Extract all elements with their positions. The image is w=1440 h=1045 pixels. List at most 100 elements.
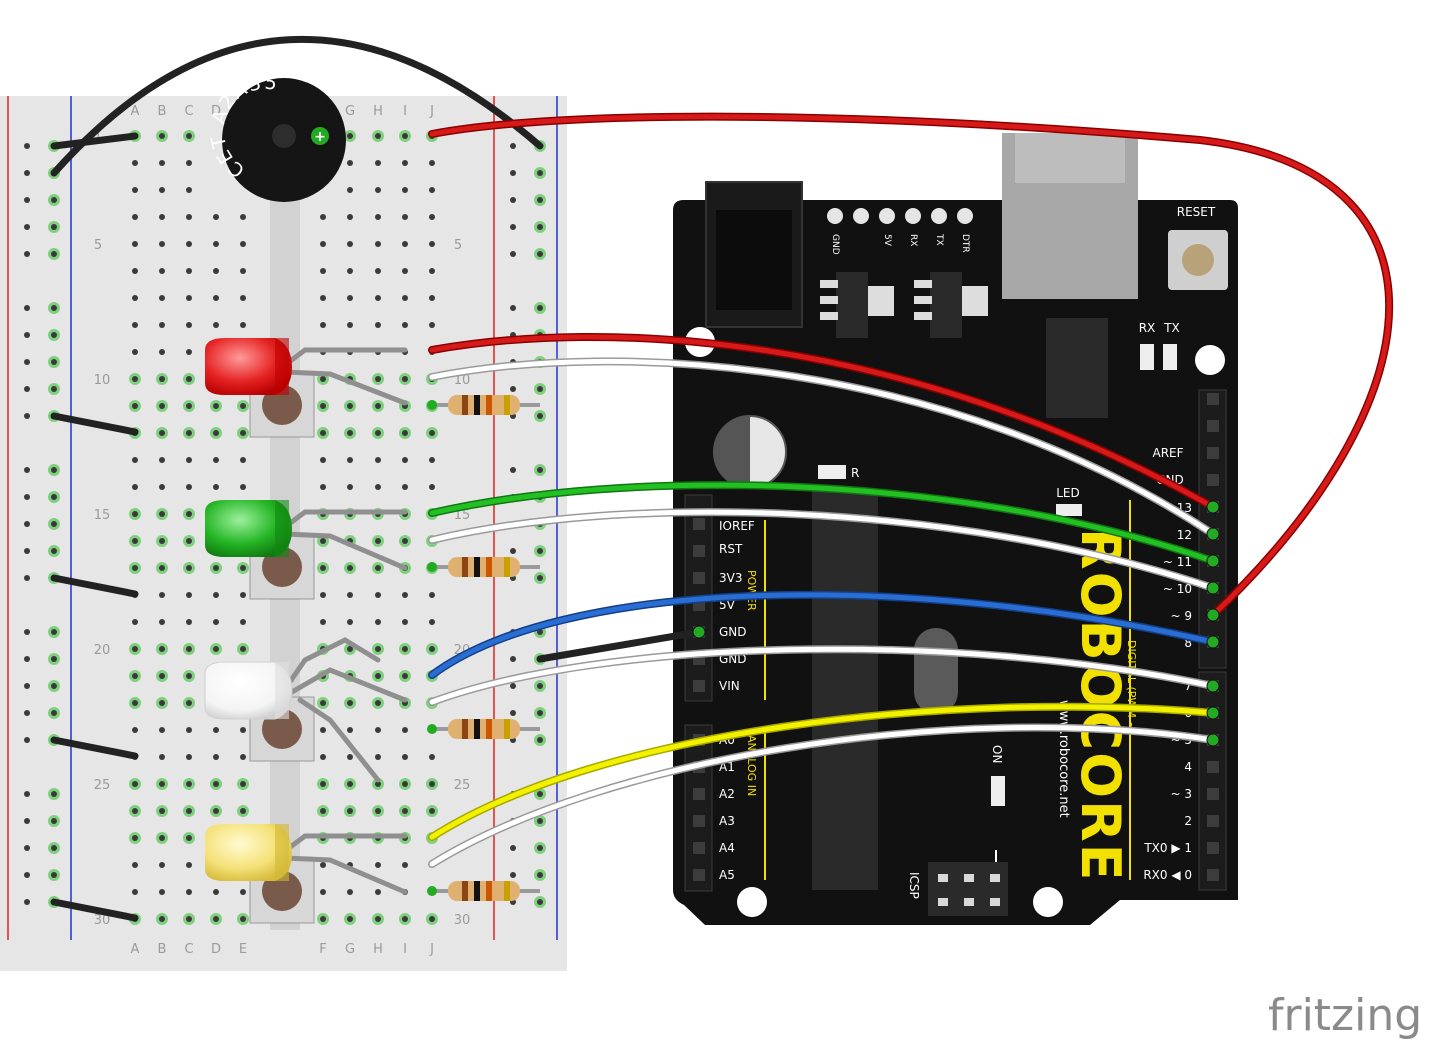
breadboard-hole — [537, 305, 543, 311]
breadboard-hole — [429, 484, 435, 490]
breadboard-hole — [375, 673, 381, 679]
breadboard-hole — [347, 619, 353, 625]
digital-pin-label: ~ 9 — [1170, 609, 1192, 623]
header-socket — [693, 815, 705, 827]
breadboard-hole — [213, 592, 219, 598]
digital-pin-label: 8 — [1184, 636, 1192, 650]
breadboard-hole — [510, 845, 516, 851]
breadboard-hole — [402, 673, 408, 679]
column-letters-bottom: A B C D E F G H I J — [131, 942, 434, 957]
header-socket — [1207, 447, 1219, 459]
usb-chip — [1046, 318, 1108, 418]
breadboard-hole — [240, 457, 246, 463]
header-socket — [693, 869, 705, 881]
breadboard-hole — [159, 214, 165, 220]
breadboard-hole — [132, 673, 138, 679]
breadboard-hole — [132, 376, 138, 382]
breadboard-hole — [132, 835, 138, 841]
breadboard-hole — [186, 484, 192, 490]
row-number: 20 — [94, 643, 111, 658]
breadboard-hole — [24, 197, 30, 203]
breadboard-hole — [51, 332, 57, 338]
breadboard-hole — [159, 268, 165, 274]
breadboard-hole — [375, 727, 381, 733]
breadboard-hole — [347, 484, 353, 490]
breadboard-hole — [186, 619, 192, 625]
breadboard-hole — [24, 467, 30, 473]
breadboard-hole — [159, 349, 165, 355]
breadboard-hole — [132, 862, 138, 868]
red-wire-buzzer — [429, 114, 1392, 618]
crystal — [914, 628, 958, 714]
breadboard-hole — [213, 781, 219, 787]
mounting-hole — [1195, 345, 1225, 375]
breadboard-hole — [375, 403, 381, 409]
resistor-band — [462, 557, 468, 577]
breadboard-hole — [213, 403, 219, 409]
breadboard-hole — [24, 332, 30, 338]
breadboard-hole — [186, 808, 192, 814]
breadboard-hole — [537, 818, 543, 824]
breadboard-hole — [347, 592, 353, 598]
breadboard-hole — [347, 727, 353, 733]
resistor-band — [474, 719, 480, 739]
breadboard-hole — [347, 646, 353, 652]
mounting-hole — [737, 887, 767, 917]
header-pin-label: DTR — [960, 234, 970, 253]
breadboard-hole — [159, 862, 165, 868]
breadboard-hole — [186, 673, 192, 679]
breadboard-hole — [347, 322, 353, 328]
breadboard-hole — [159, 133, 165, 139]
header-socket — [693, 788, 705, 800]
breadboard-hole — [402, 862, 408, 868]
reset-button-cap[interactable] — [1182, 244, 1214, 276]
analog-header — [684, 724, 713, 892]
breadboard-hole — [132, 268, 138, 274]
regulator-tab — [868, 286, 894, 316]
breadboard-hole — [186, 403, 192, 409]
breadboard-hole — [186, 754, 192, 760]
serial-header: GND 5V RX TX DTR — [827, 208, 973, 255]
breadboard-hole — [132, 781, 138, 787]
black-wire — [50, 736, 139, 760]
resistor-pad — [427, 886, 437, 896]
analog-pin-label: A4 — [719, 841, 735, 855]
breadboard-hole — [186, 565, 192, 571]
col-letter: F — [319, 942, 326, 957]
breadboard-hole — [51, 467, 57, 473]
breadboard-hole — [320, 727, 326, 733]
voltage-regulator — [930, 272, 962, 338]
breadboard-hole — [24, 548, 30, 554]
breadboard-hole — [510, 548, 516, 554]
breadboard-hole — [213, 754, 219, 760]
black-wire — [50, 132, 139, 150]
header-socket — [1207, 815, 1219, 827]
breadboard-hole — [159, 754, 165, 760]
analog-pin-label: A3 — [719, 814, 735, 828]
breadboard-hole — [186, 538, 192, 544]
row-number: 15 — [94, 508, 111, 523]
breadboard-hole — [320, 916, 326, 922]
breadboard-hole — [375, 538, 381, 544]
header-socket — [693, 518, 705, 530]
breadboard-hole — [320, 889, 326, 895]
resistors — [427, 395, 540, 901]
row-number: 5 — [94, 238, 102, 253]
resistor-pad — [427, 724, 437, 734]
resistor-band — [504, 395, 510, 415]
analog-section-label: ANALOG IN — [745, 735, 758, 796]
breadboard-hole — [347, 457, 353, 463]
breadboard-hole — [159, 295, 165, 301]
rx-led — [1140, 344, 1154, 370]
breadboard-hole — [510, 197, 516, 203]
breadboard-hole — [240, 781, 246, 787]
mounting-hole — [1033, 887, 1063, 917]
breadboard-hole — [186, 295, 192, 301]
breadboard-hole — [320, 214, 326, 220]
breadboard-hole — [320, 376, 326, 382]
breadboard-hole — [402, 214, 408, 220]
aref-label: AREF — [1152, 446, 1183, 460]
breadboard-hole — [24, 791, 30, 797]
col-letter: H — [373, 104, 383, 119]
breadboard-hole — [186, 889, 192, 895]
